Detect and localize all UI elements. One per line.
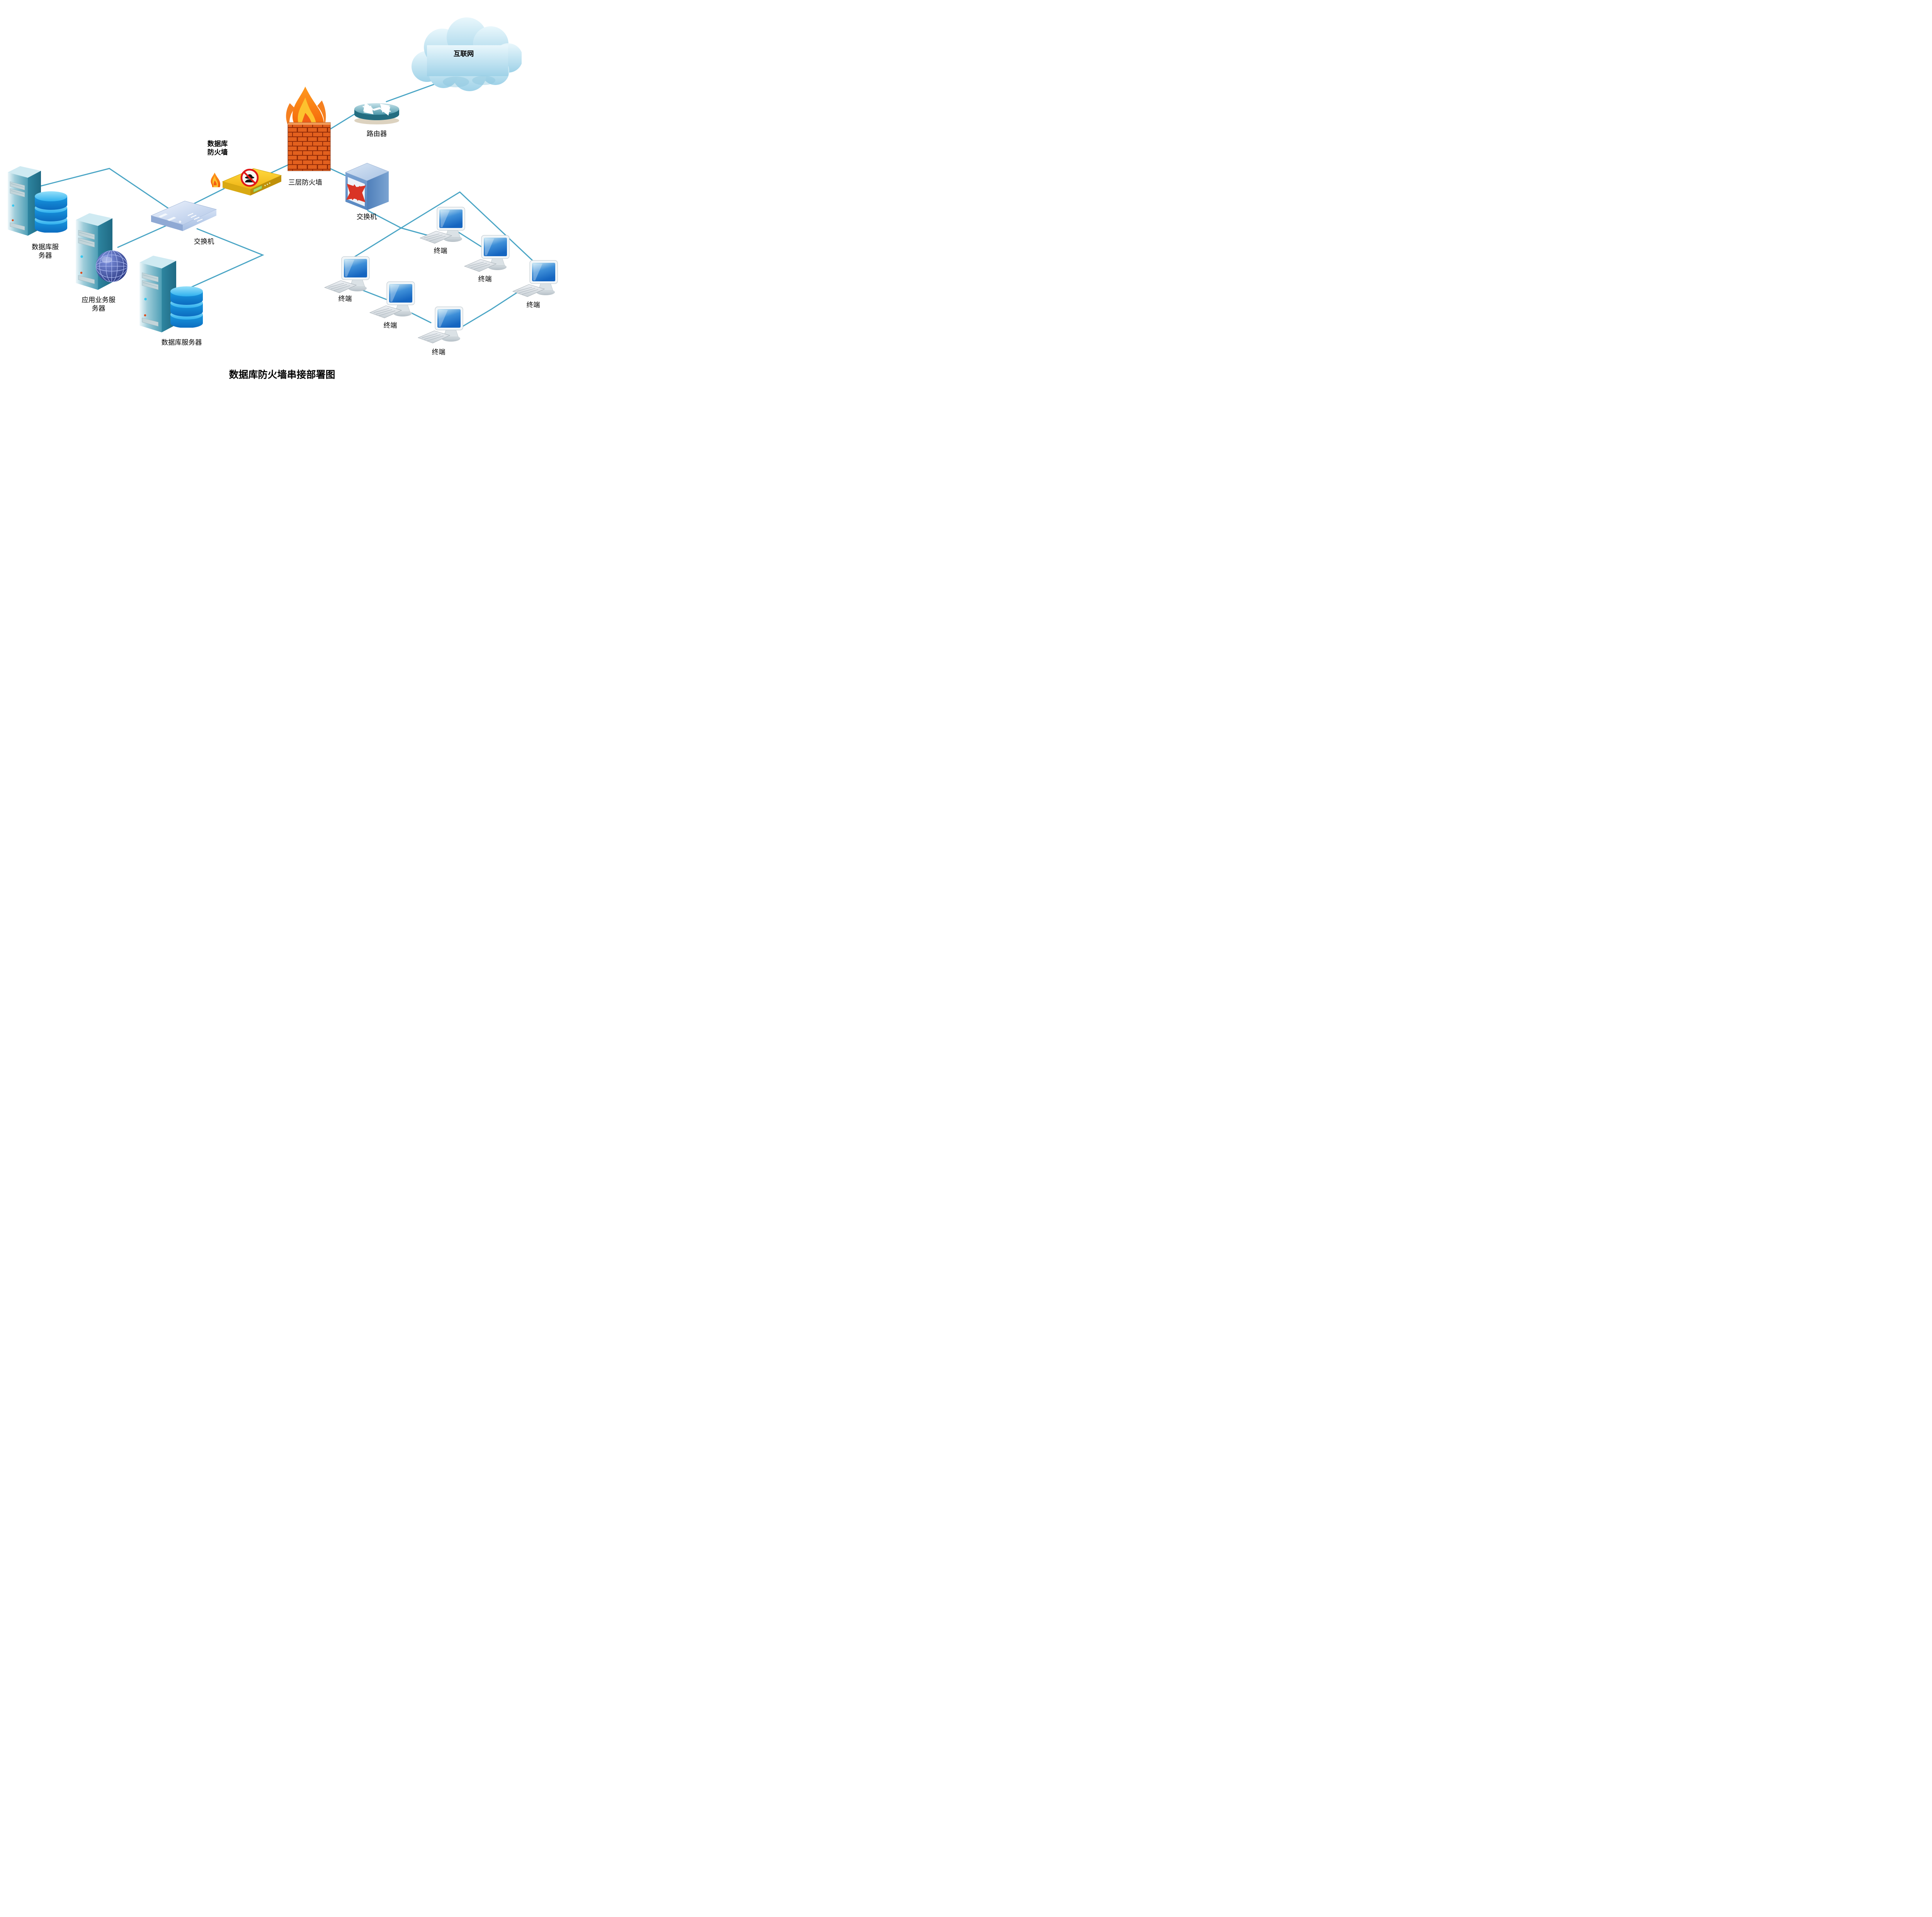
firewall-icon	[272, 86, 338, 173]
terminal-label: 终端	[478, 276, 492, 283]
diagram-canvas: 互联网 路由器 三层防火墙 数据库 防火墙 交换机 交换机 数据库服 务器 应用…	[0, 0, 598, 423]
link-leftswitch-dbserver-top	[39, 168, 171, 210]
terminal-label: 终端	[526, 301, 540, 309]
terminal-node: 终端	[417, 305, 468, 356]
connector-group	[39, 78, 540, 330]
database-disks-icon	[32, 191, 70, 233]
link-lan-terminal6	[400, 191, 540, 267]
layer3-firewall-node: 三层防火墙	[272, 86, 338, 187]
layer3-firewall-label: 三层防火墙	[288, 179, 322, 187]
right-switch-label: 交换机	[356, 213, 377, 221]
terminal-icon	[324, 255, 374, 301]
link-terminal1-terminal2	[457, 231, 482, 247]
terminal-label: 终端	[434, 247, 447, 255]
link-leftswitch-appserver	[117, 222, 174, 248]
link-rightswitch-lan	[367, 210, 402, 229]
left-switch-icon	[150, 199, 218, 233]
terminal-node: 终端	[369, 280, 419, 330]
link-router-firewall	[326, 113, 355, 132]
db-server-top-label: 数据库服 务器	[32, 243, 59, 260]
router-node: 路由器	[351, 94, 403, 138]
link-lan-terminal3	[352, 227, 402, 259]
left-switch-label: 交换机	[194, 238, 214, 246]
terminal-icon	[417, 305, 468, 351]
link-leftswitch-dbserver-bottom	[183, 228, 264, 291]
internet-cloud-node: 互联网	[398, 9, 522, 92]
database-disks-icon	[168, 286, 205, 328]
diagram-title: 数据库防火墙串接部署图	[229, 369, 335, 380]
router-label: 路由器	[366, 130, 387, 138]
terminal-label: 终端	[432, 349, 446, 356]
left-switch-node: 交换机	[150, 199, 218, 246]
terminal-icon	[419, 206, 469, 251]
terminal-label: 终端	[338, 295, 352, 303]
terminal-node: 终端	[464, 234, 514, 283]
terminal-node: 终端	[324, 255, 374, 303]
database-firewall-node: 数据库 防火墙	[204, 140, 283, 200]
terminal-icon	[512, 259, 562, 304]
right-switch-icon	[343, 161, 390, 212]
right-switch-node: 交换机	[343, 161, 390, 221]
link-terminal5-terminal6	[457, 288, 523, 330]
terminal-label: 终端	[383, 322, 397, 330]
database-firewall-label: 数据库 防火墙	[207, 140, 228, 156]
router-icon	[351, 94, 403, 127]
globe-icon	[95, 249, 129, 283]
app-server-label: 应用业务服 务器	[82, 296, 116, 313]
terminal-icon	[464, 234, 514, 279]
database-firewall-icon	[204, 162, 283, 200]
terminal-node: 终端	[512, 259, 562, 309]
internet-label: 互联网	[453, 50, 474, 58]
connection-lines	[39, 78, 540, 330]
terminal-icon	[369, 280, 419, 326]
terminal-node: 终端	[419, 206, 469, 255]
db-server-bottom-label: 数据库服务器	[161, 339, 202, 347]
